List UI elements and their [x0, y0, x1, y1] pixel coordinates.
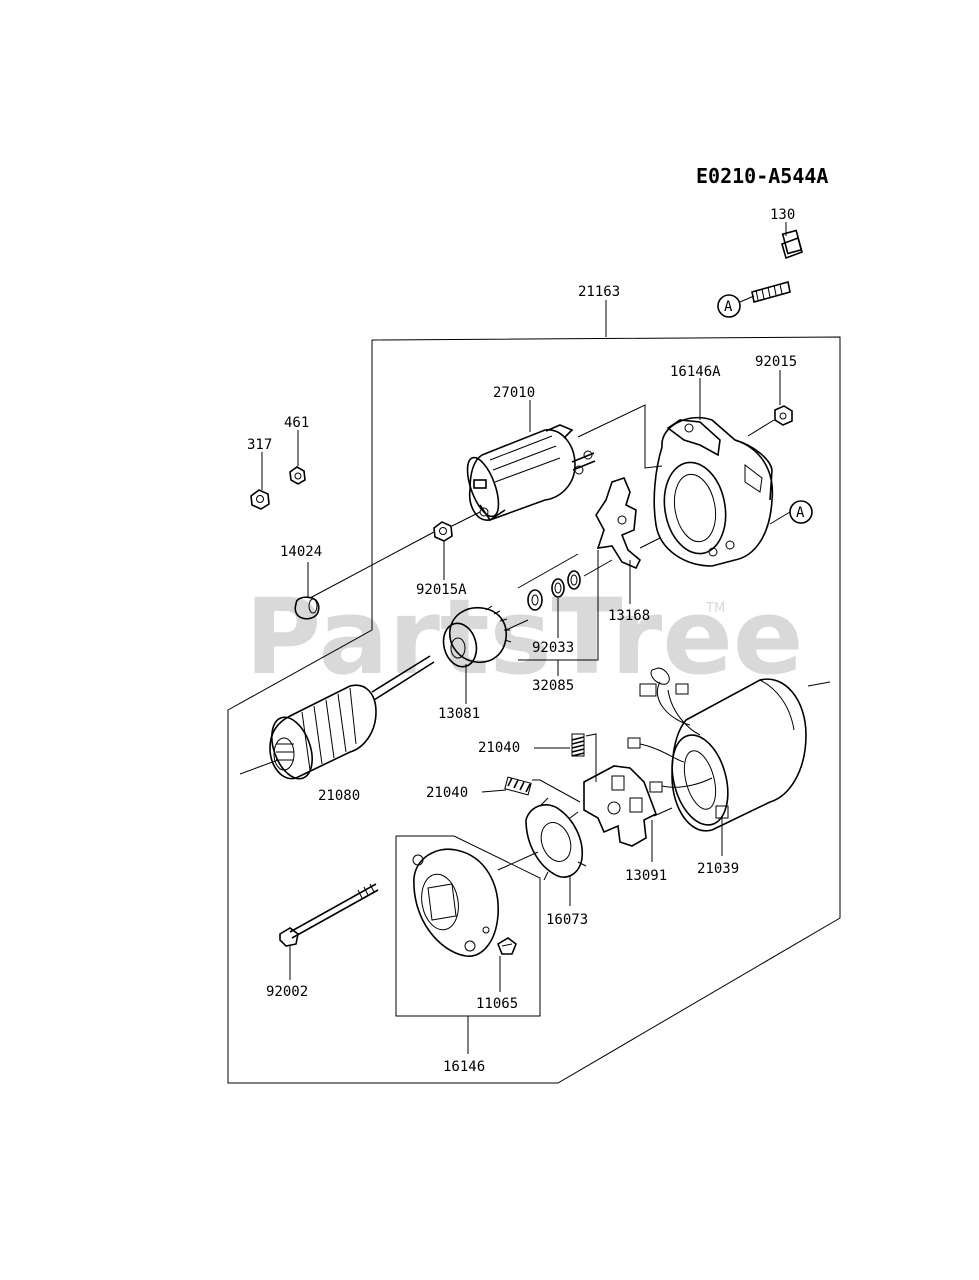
callout-92015A[interactable]: 92015A	[416, 582, 467, 598]
callout-21039[interactable]: 21039	[697, 861, 739, 877]
callout-16146A[interactable]: 16146A	[670, 364, 721, 380]
brush-holder-13091[interactable]	[583, 765, 658, 847]
callout-13168[interactable]: 13168	[608, 608, 650, 624]
bolt-130[interactable]	[751, 229, 803, 304]
callout-461[interactable]: 461	[284, 415, 309, 431]
svg-text:A: A	[724, 299, 733, 315]
axis-line-solenoid	[451, 511, 481, 527]
reference-mark-a-top: A	[717, 294, 741, 318]
callout-11065[interactable]: 11065	[476, 996, 518, 1012]
yoke-21039[interactable]	[627, 667, 807, 832]
callout-27010[interactable]: 27010	[493, 385, 535, 401]
cap-14024[interactable]	[294, 596, 320, 620]
callout-13081[interactable]: 13081	[438, 706, 480, 722]
through-bolt-92002[interactable]	[279, 883, 379, 947]
watermark: PartsTree	[245, 576, 803, 698]
leader-a1	[739, 295, 755, 303]
leader-a2	[769, 511, 791, 525]
diagram-code: E0210-A544A	[696, 164, 828, 188]
axis-line-plate	[497, 851, 539, 871]
washer-92033[interactable]	[527, 570, 581, 611]
callout-13091[interactable]: 13091	[625, 868, 667, 884]
callout-14024[interactable]: 14024	[280, 544, 322, 560]
guide-32085-top	[517, 553, 579, 589]
assembly-outline	[227, 336, 841, 1084]
solenoid-27010[interactable]	[461, 424, 596, 522]
spring-21040-upper[interactable]	[571, 733, 585, 757]
callout-92015[interactable]: 92015	[755, 354, 797, 370]
guide-spring-lower	[532, 779, 581, 803]
svg-text:A: A	[796, 505, 805, 521]
guide-solenoid-housing	[577, 404, 663, 469]
armature-21080[interactable]	[239, 655, 435, 784]
callout-16073[interactable]: 16073	[546, 912, 588, 928]
axis-line-brush	[653, 807, 673, 817]
spring-21040-lower[interactable]	[504, 776, 532, 796]
plate-16073[interactable]	[525, 797, 587, 881]
axis-line-lever-housing	[639, 537, 661, 549]
nut-92015[interactable]	[774, 405, 793, 426]
end-cover-16146[interactable]	[412, 848, 499, 957]
drive-housing-16146A[interactable]	[653, 416, 774, 567]
nut-92015A[interactable]	[433, 521, 453, 542]
axis-line-yoke	[807, 681, 831, 687]
nut-317[interactable]	[250, 489, 270, 510]
watermark-trademark: TM	[705, 601, 725, 616]
callout-130[interactable]: 130	[770, 207, 795, 223]
bracket-32085	[518, 550, 599, 661]
callout-32085[interactable]: 32085	[532, 678, 574, 694]
reference-mark-a-right: A	[789, 500, 813, 524]
callout-21040-lower[interactable]: 21040	[426, 785, 468, 801]
callout-21163[interactable]: 21163	[578, 284, 620, 300]
callout-21040-upper[interactable]: 21040	[478, 740, 520, 756]
nut-461[interactable]	[289, 466, 306, 485]
callout-317[interactable]: 317	[247, 437, 272, 453]
callout-21080[interactable]: 21080	[318, 788, 360, 804]
bracket-16146	[395, 835, 541, 1017]
leader-92015-b	[747, 419, 775, 437]
leader-21040-lower	[481, 789, 507, 793]
screw-11065[interactable]	[497, 937, 517, 955]
callout-92033[interactable]: 92033	[532, 640, 574, 656]
axis-line-cap	[309, 531, 435, 599]
callout-92002[interactable]: 92002	[266, 984, 308, 1000]
guide-spring-upper	[585, 733, 597, 782]
callout-16146[interactable]: 16146	[443, 1059, 485, 1075]
shift-lever-13168[interactable]	[595, 477, 641, 570]
